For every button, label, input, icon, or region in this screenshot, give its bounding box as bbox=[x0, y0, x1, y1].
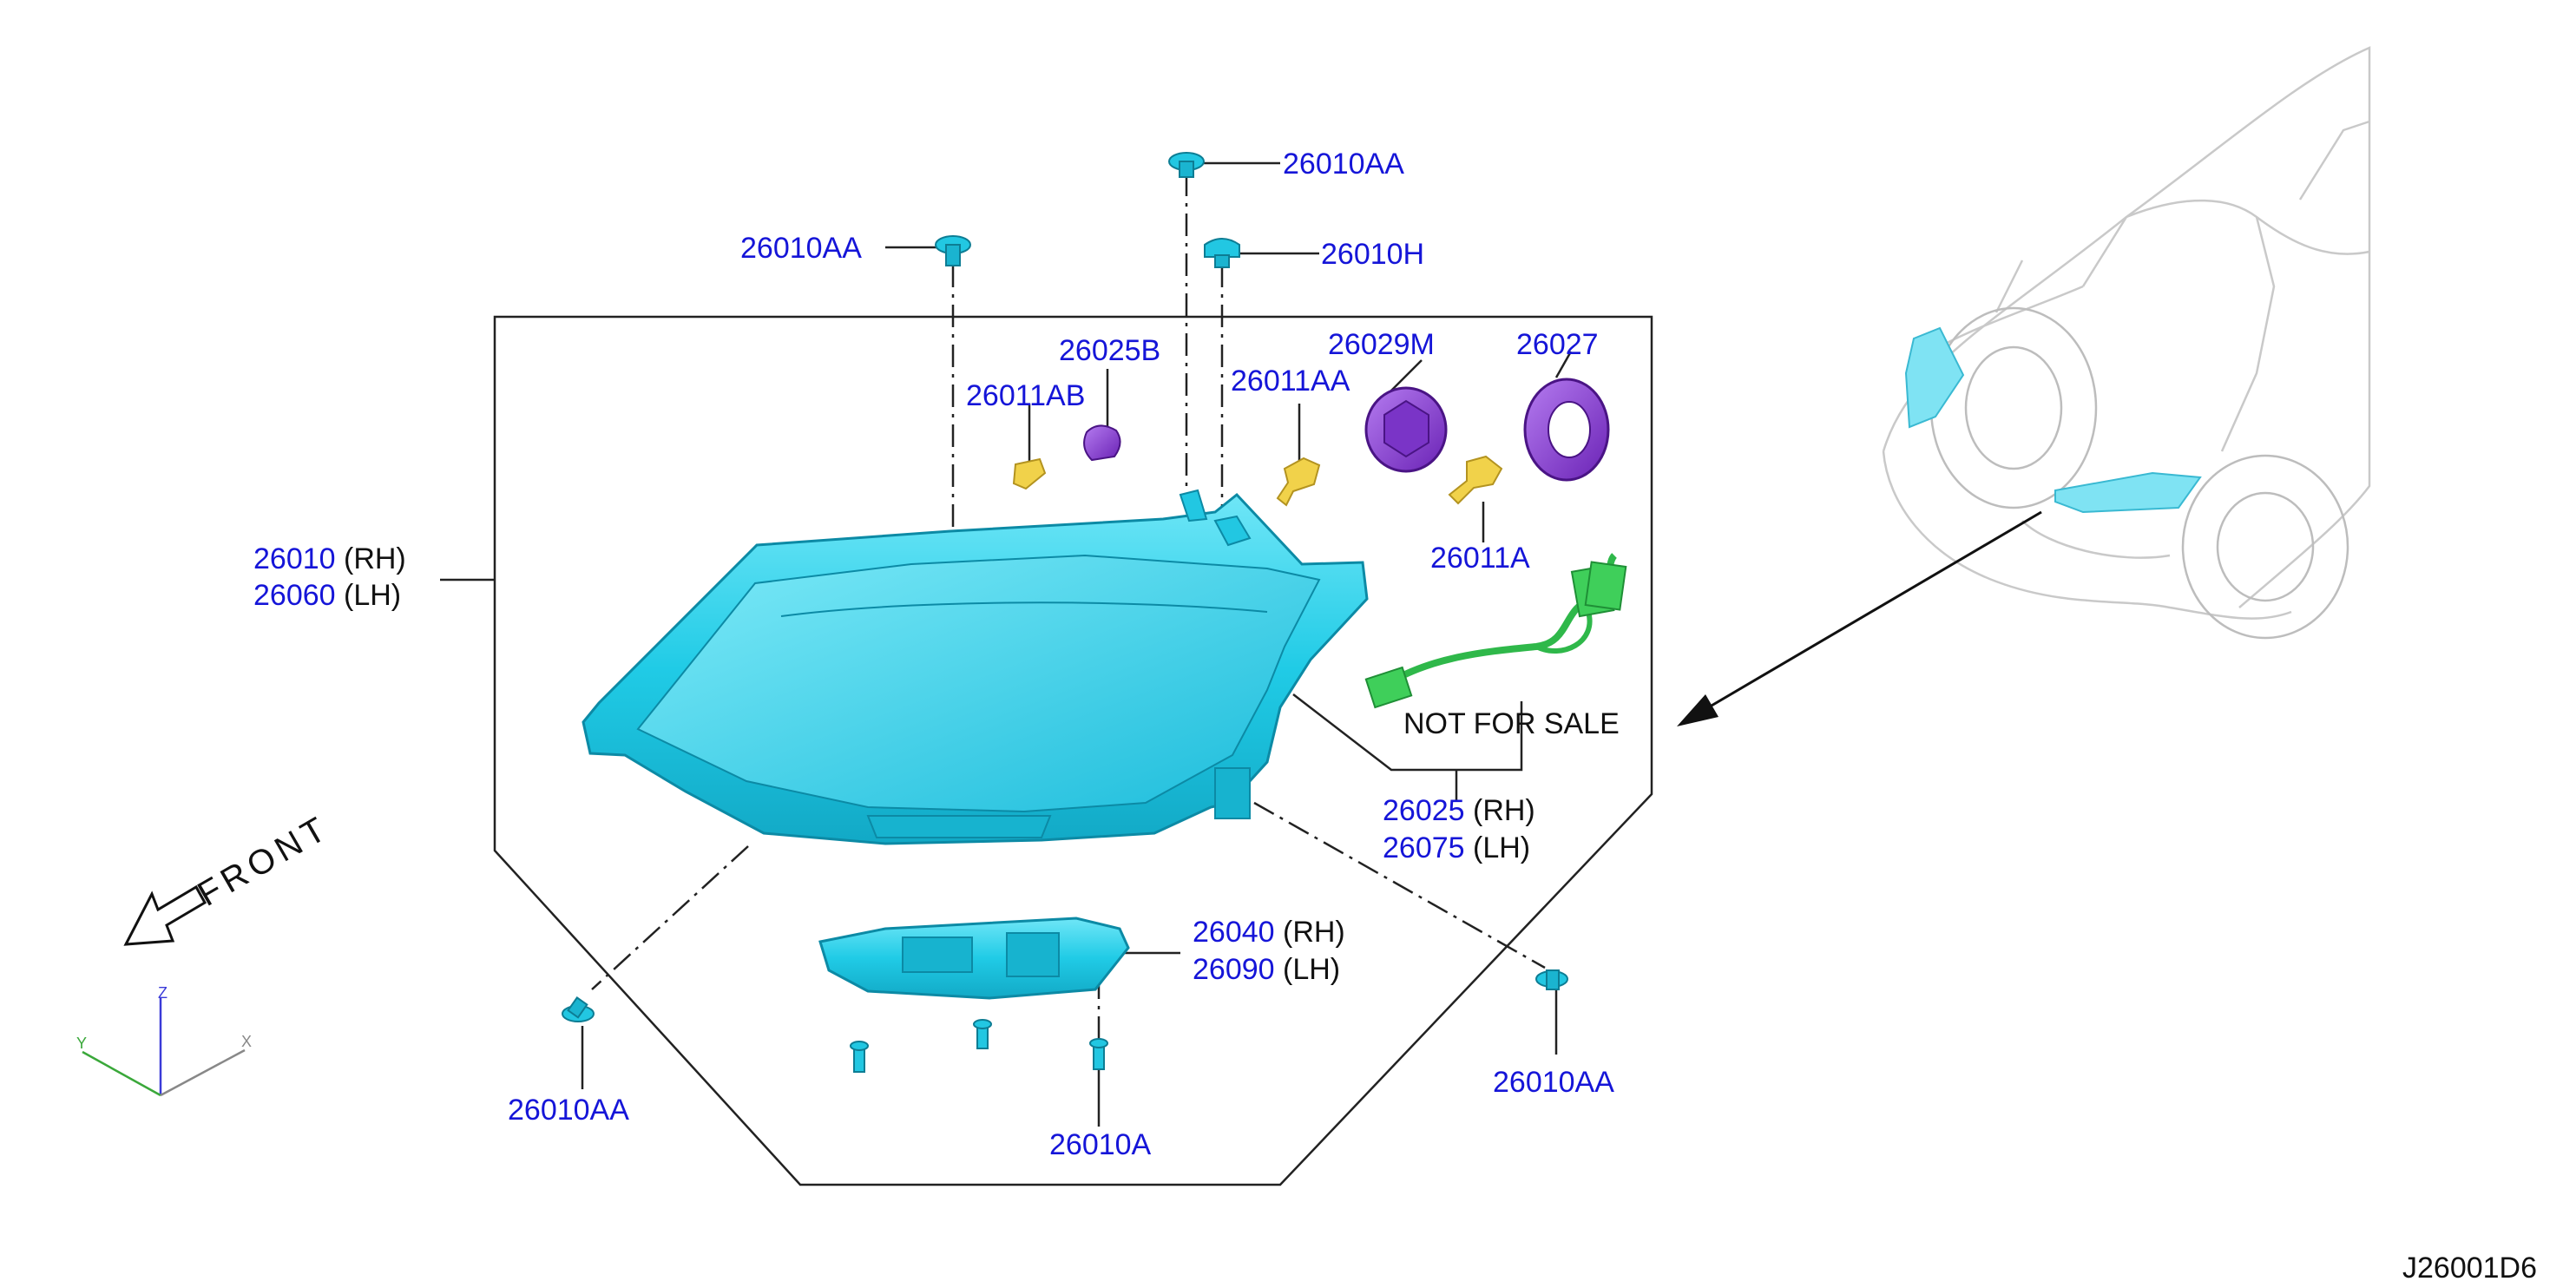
bulb-26011a bbox=[1448, 455, 1503, 505]
label-headlamp-rh: 26010 (RH) bbox=[253, 542, 406, 575]
vehicle-headlamp-highlight bbox=[1904, 326, 1965, 429]
part-number: 26010 bbox=[253, 542, 336, 575]
label-26010h: 26010H bbox=[1321, 238, 1425, 271]
bulb-26011aa bbox=[1276, 457, 1321, 507]
label-26010aa-bottom-left: 26010AA bbox=[508, 1094, 629, 1127]
label-not-for-sale: NOT FOR SALE bbox=[1403, 707, 1620, 740]
socket-26025b bbox=[1083, 424, 1121, 462]
headlamp-assembly bbox=[582, 489, 1369, 845]
wiring-harness bbox=[1364, 553, 1627, 709]
label-26010aa-top: 26010AA bbox=[1283, 148, 1404, 181]
part-number: 26025 bbox=[1383, 794, 1465, 827]
label-26029m: 26029M bbox=[1328, 328, 1435, 361]
label-26010aa-bottom-right: 26010AA bbox=[1493, 1066, 1614, 1099]
part-number: 26060 bbox=[253, 579, 336, 612]
xyz-axis-icon bbox=[82, 998, 246, 1097]
axis-y-label: Y bbox=[76, 1035, 87, 1052]
clip-26010h bbox=[1204, 238, 1240, 268]
label-26011ab: 26011AB bbox=[966, 379, 1086, 412]
label-26010a: 26010A bbox=[1049, 1128, 1152, 1161]
assembly-boundary bbox=[493, 315, 1653, 1186]
label-26010aa-left: 26010AA bbox=[740, 232, 862, 265]
label-harness-rh: 26025 (RH) bbox=[1383, 794, 1535, 827]
front-label: FRONT bbox=[192, 808, 337, 914]
axis-z-label: Z bbox=[158, 984, 168, 1002]
label-26027: 26027 bbox=[1516, 328, 1599, 361]
side-suffix: (RH) bbox=[1473, 794, 1535, 827]
bolt-top-center bbox=[1168, 152, 1205, 178]
bolt-top-left bbox=[935, 235, 971, 266]
side-suffix: (LH) bbox=[344, 579, 402, 612]
leader-lines bbox=[440, 161, 1573, 1127]
part-number: 26090 bbox=[1193, 953, 1275, 986]
label-26025b: 26025B bbox=[1059, 334, 1161, 367]
screws-26010a bbox=[850, 1019, 1108, 1073]
side-suffix: (LH) bbox=[1473, 831, 1531, 864]
front-direction-arrow-icon bbox=[123, 884, 207, 946]
vehicle-location-icon bbox=[1882, 46, 2371, 640]
dash-dot-lines bbox=[591, 174, 1546, 1043]
label-harness-lh: 26075 (LH) bbox=[1383, 831, 1530, 864]
label-module-lh: 26090 (LH) bbox=[1193, 953, 1340, 986]
vehicle-bumper-highlight bbox=[2054, 471, 2202, 514]
seal-26027 bbox=[1523, 378, 1610, 482]
axis-x-label: X bbox=[241, 1033, 252, 1050]
bolt-bottom-right bbox=[1535, 969, 1568, 990]
leveling-module bbox=[818, 917, 1130, 1000]
figure-code: J26001D6 bbox=[2402, 1252, 2538, 1285]
bulb-26011ab bbox=[1012, 457, 1047, 490]
cap-26029m bbox=[1364, 386, 1448, 473]
part-number: 26075 bbox=[1383, 831, 1465, 864]
bolt-bottom-left bbox=[562, 996, 595, 1022]
side-suffix: (RH) bbox=[344, 542, 406, 575]
side-suffix: (RH) bbox=[1283, 916, 1345, 949]
label-26011a: 26011A bbox=[1430, 542, 1530, 575]
label-headlamp-lh: 26060 (LH) bbox=[253, 579, 401, 612]
label-26011aa: 26011AA bbox=[1231, 365, 1350, 398]
label-module-rh: 26040 (RH) bbox=[1193, 916, 1345, 949]
part-number: 26040 bbox=[1193, 916, 1275, 949]
side-suffix: (LH) bbox=[1283, 953, 1341, 986]
location-arrow bbox=[1677, 510, 2042, 726]
